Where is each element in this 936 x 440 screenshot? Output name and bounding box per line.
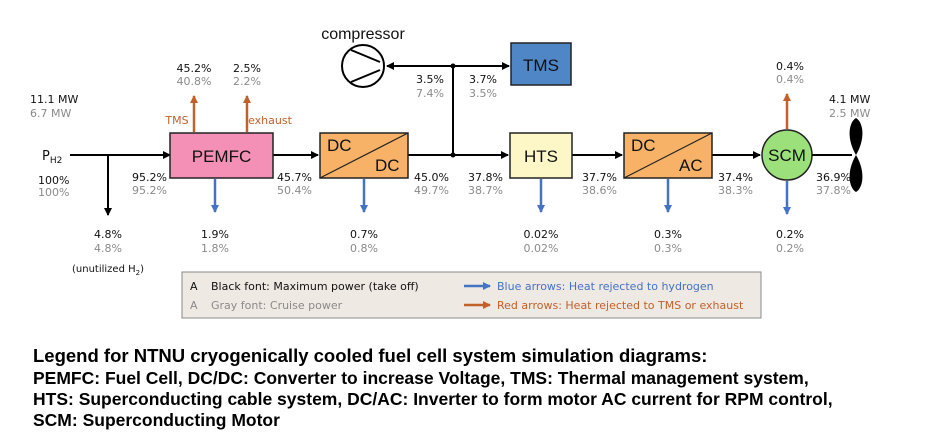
hts-label: HTS [524,147,558,166]
heat-red-cruise: 2.2% [233,75,261,88]
heat-blue-max: 1.9% [201,228,229,241]
unutilized-note: (unutilized H2) [72,264,144,277]
heat-blue-cruise: 0.8% [350,242,378,255]
dcdc-bottom-label: DC [375,156,400,175]
dcac-bottom-label: AC [679,156,703,175]
compressor-branch-max: 3.5% [416,73,444,86]
heat-red-max: 0.4% [776,60,804,73]
caption-line: PEMFC: Fuel Cell, DC/DC: Converter to in… [33,368,809,388]
pemfc-label: PEMFC [192,147,252,166]
flow-max: 45.7% [277,171,312,184]
output-pct-cruise: 37.8% [816,184,851,197]
input-power-cruise: 6.7 MW [30,107,71,120]
flow-cruise: 38.3% [718,184,753,197]
heat-red-label: TMS [164,114,188,127]
legend-red-text: Red arrows: Heat rejected to TMS or exha… [497,299,744,312]
compressor-branch-cruise: 7.4% [416,87,444,100]
unutilized-max: 4.8% [94,228,122,241]
flow-max: 37.7% [582,171,617,184]
heat-blue-max: 0.02% [524,228,559,241]
compressor-icon [341,44,385,88]
output-power-cruise: 2.5 MW [829,107,870,120]
heat-red-cruise: 0.4% [776,73,804,86]
heat-blue-cruise: 0.2% [776,242,804,255]
flow-cruise: 50.4% [277,184,312,197]
pemfc-box [169,132,274,179]
input-pct-cruise: 100% [38,186,69,199]
hts-box [509,132,573,179]
tms-label: TMS [523,56,559,75]
main-power-line [70,62,761,216]
flow-cruise: 49.7% [414,184,449,197]
heat-blue-max: 0.2% [776,228,804,241]
caption-block: Legend for NTNU cryogenically cooled fue… [33,345,928,431]
flow-cruise: 95.2% [132,184,167,197]
input-power-max: 11.1 MW [30,93,78,106]
compressor-label: compressor [321,26,405,43]
caption-title: Legend for NTNU cryogenically cooled fue… [33,345,708,366]
scm-label: SCM [768,146,806,165]
dcdc-top-label: DC [327,136,352,155]
junction-dot [450,152,456,158]
legend-black-symbol: A [190,280,198,293]
heat-blue-cruise: 1.8% [201,242,229,255]
legend-box: A Black font: Maximum power (take off) A… [181,271,762,319]
heat-red-cruise: 40.8% [177,75,212,88]
junction-dot [450,63,456,69]
caption-line: HTS: Superconducting cable system, DC/AC… [33,389,833,409]
output-pct-max: 36.9% [816,171,851,184]
legend-gray-text: Gray font: Cruise power [211,299,343,312]
caption-line: SCM: Superconducting Motor [33,410,280,430]
output-power-max: 4.1 MW [829,93,870,106]
unutilized-cruise: 4.8% [94,242,122,255]
flow-cruise: 38.6% [582,184,617,197]
legend-blue-text: Blue arrows: Heat rejected to hydrogen [497,280,714,293]
tms-box [510,42,572,86]
input-pct-max: 100% [38,174,69,187]
heat-blue-cruise: 0.02% [524,242,559,255]
heat-red-label: exhaust [248,114,292,127]
heat-red-max: 2.5% [233,62,261,75]
tms-branch-cruise: 3.5% [469,87,497,100]
legend-black-text: Black font: Maximum power (take off) [211,280,419,293]
input-label: PH2 [42,149,62,166]
tms-branch-max: 3.7% [469,73,497,86]
heat-red-max: 45.2% [177,62,212,75]
flow-max: 37.4% [718,171,753,184]
flow-max: 95.2% [132,171,167,184]
heat-blue-max: 0.3% [654,228,682,241]
heat-blue-max: 0.7% [350,228,378,241]
legend-gray-symbol: A [190,299,198,312]
flow-max: 37.8% [468,171,503,184]
flow-cruise: 38.7% [468,184,503,197]
flow-max: 45.0% [414,171,449,184]
heat-blue-cruise: 0.3% [654,242,682,255]
blue-heat-arrows [211,179,791,215]
dcac-diagonal [623,132,713,179]
propeller-icon [812,118,863,192]
dcdc-diagonal [319,132,409,179]
dcac-top-label: DC [631,136,656,155]
red-heat-arrows [190,93,791,132]
